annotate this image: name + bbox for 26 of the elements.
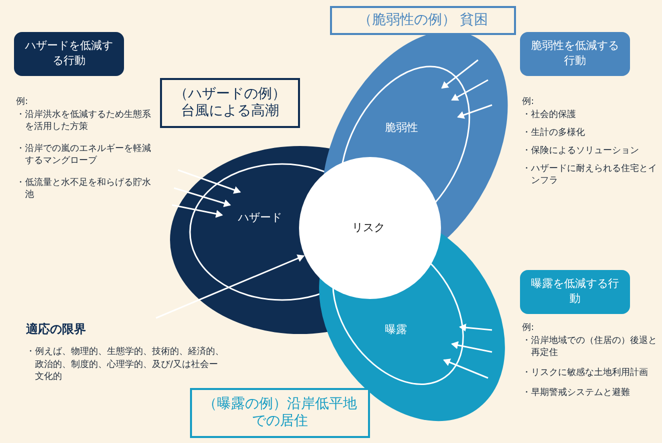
list-item: ・沿岸洪水を低減するため生態系を活用した方策 [16,109,152,134]
petal-label: 曝露 [385,322,407,337]
list-item: ・ハザードに耐えられる住宅とインフラ [522,163,658,188]
note-text: ・例えば、物理的、生態学的、技術的、経済的、政治的、制度的、心理学的、及び/又は社会ー文化的 [26,346,225,384]
heading-box: 曝露を低減する行動 [520,270,630,314]
list-item: ・リスクに敏感な土地利用計画 [522,367,649,380]
list-item: ・保険によるソリューション [522,145,640,158]
example-box: （曝露の例）沿岸低平地での居住 [190,388,370,438]
list-item: ・生計の多様化 [522,127,586,140]
list-item: ・低流量と水不足を和らげる貯水池 [16,177,152,202]
list-item: ・沿岸地域での（住居の）後退と再定住 [522,335,658,360]
note-heading: 適応の限界 [26,321,86,338]
list-item: ・早期警戒システムと避難 [522,387,631,400]
example-heading: 例: [16,96,30,108]
list-item: ・沿岸での嵐のエネルギーを軽減するマングローブ [16,143,152,168]
example-box: （脆弱性の例） 貧困 [330,6,516,35]
petal-label: ハザード [238,210,282,225]
heading-box: ハザードを低減する行動 [14,32,124,76]
leader-arrow [156,254,305,319]
heading-box: 脆弱性を低減する行動 [520,32,630,76]
risk-label: リスク [352,220,385,235]
list-item: ・社会的保護 [522,109,577,122]
example-heading: 例: [522,96,536,108]
petal-label: 脆弱性 [385,120,418,135]
example-box: （ハザードの例）台風による高潮 [160,78,300,128]
example-heading: 例: [522,322,536,334]
